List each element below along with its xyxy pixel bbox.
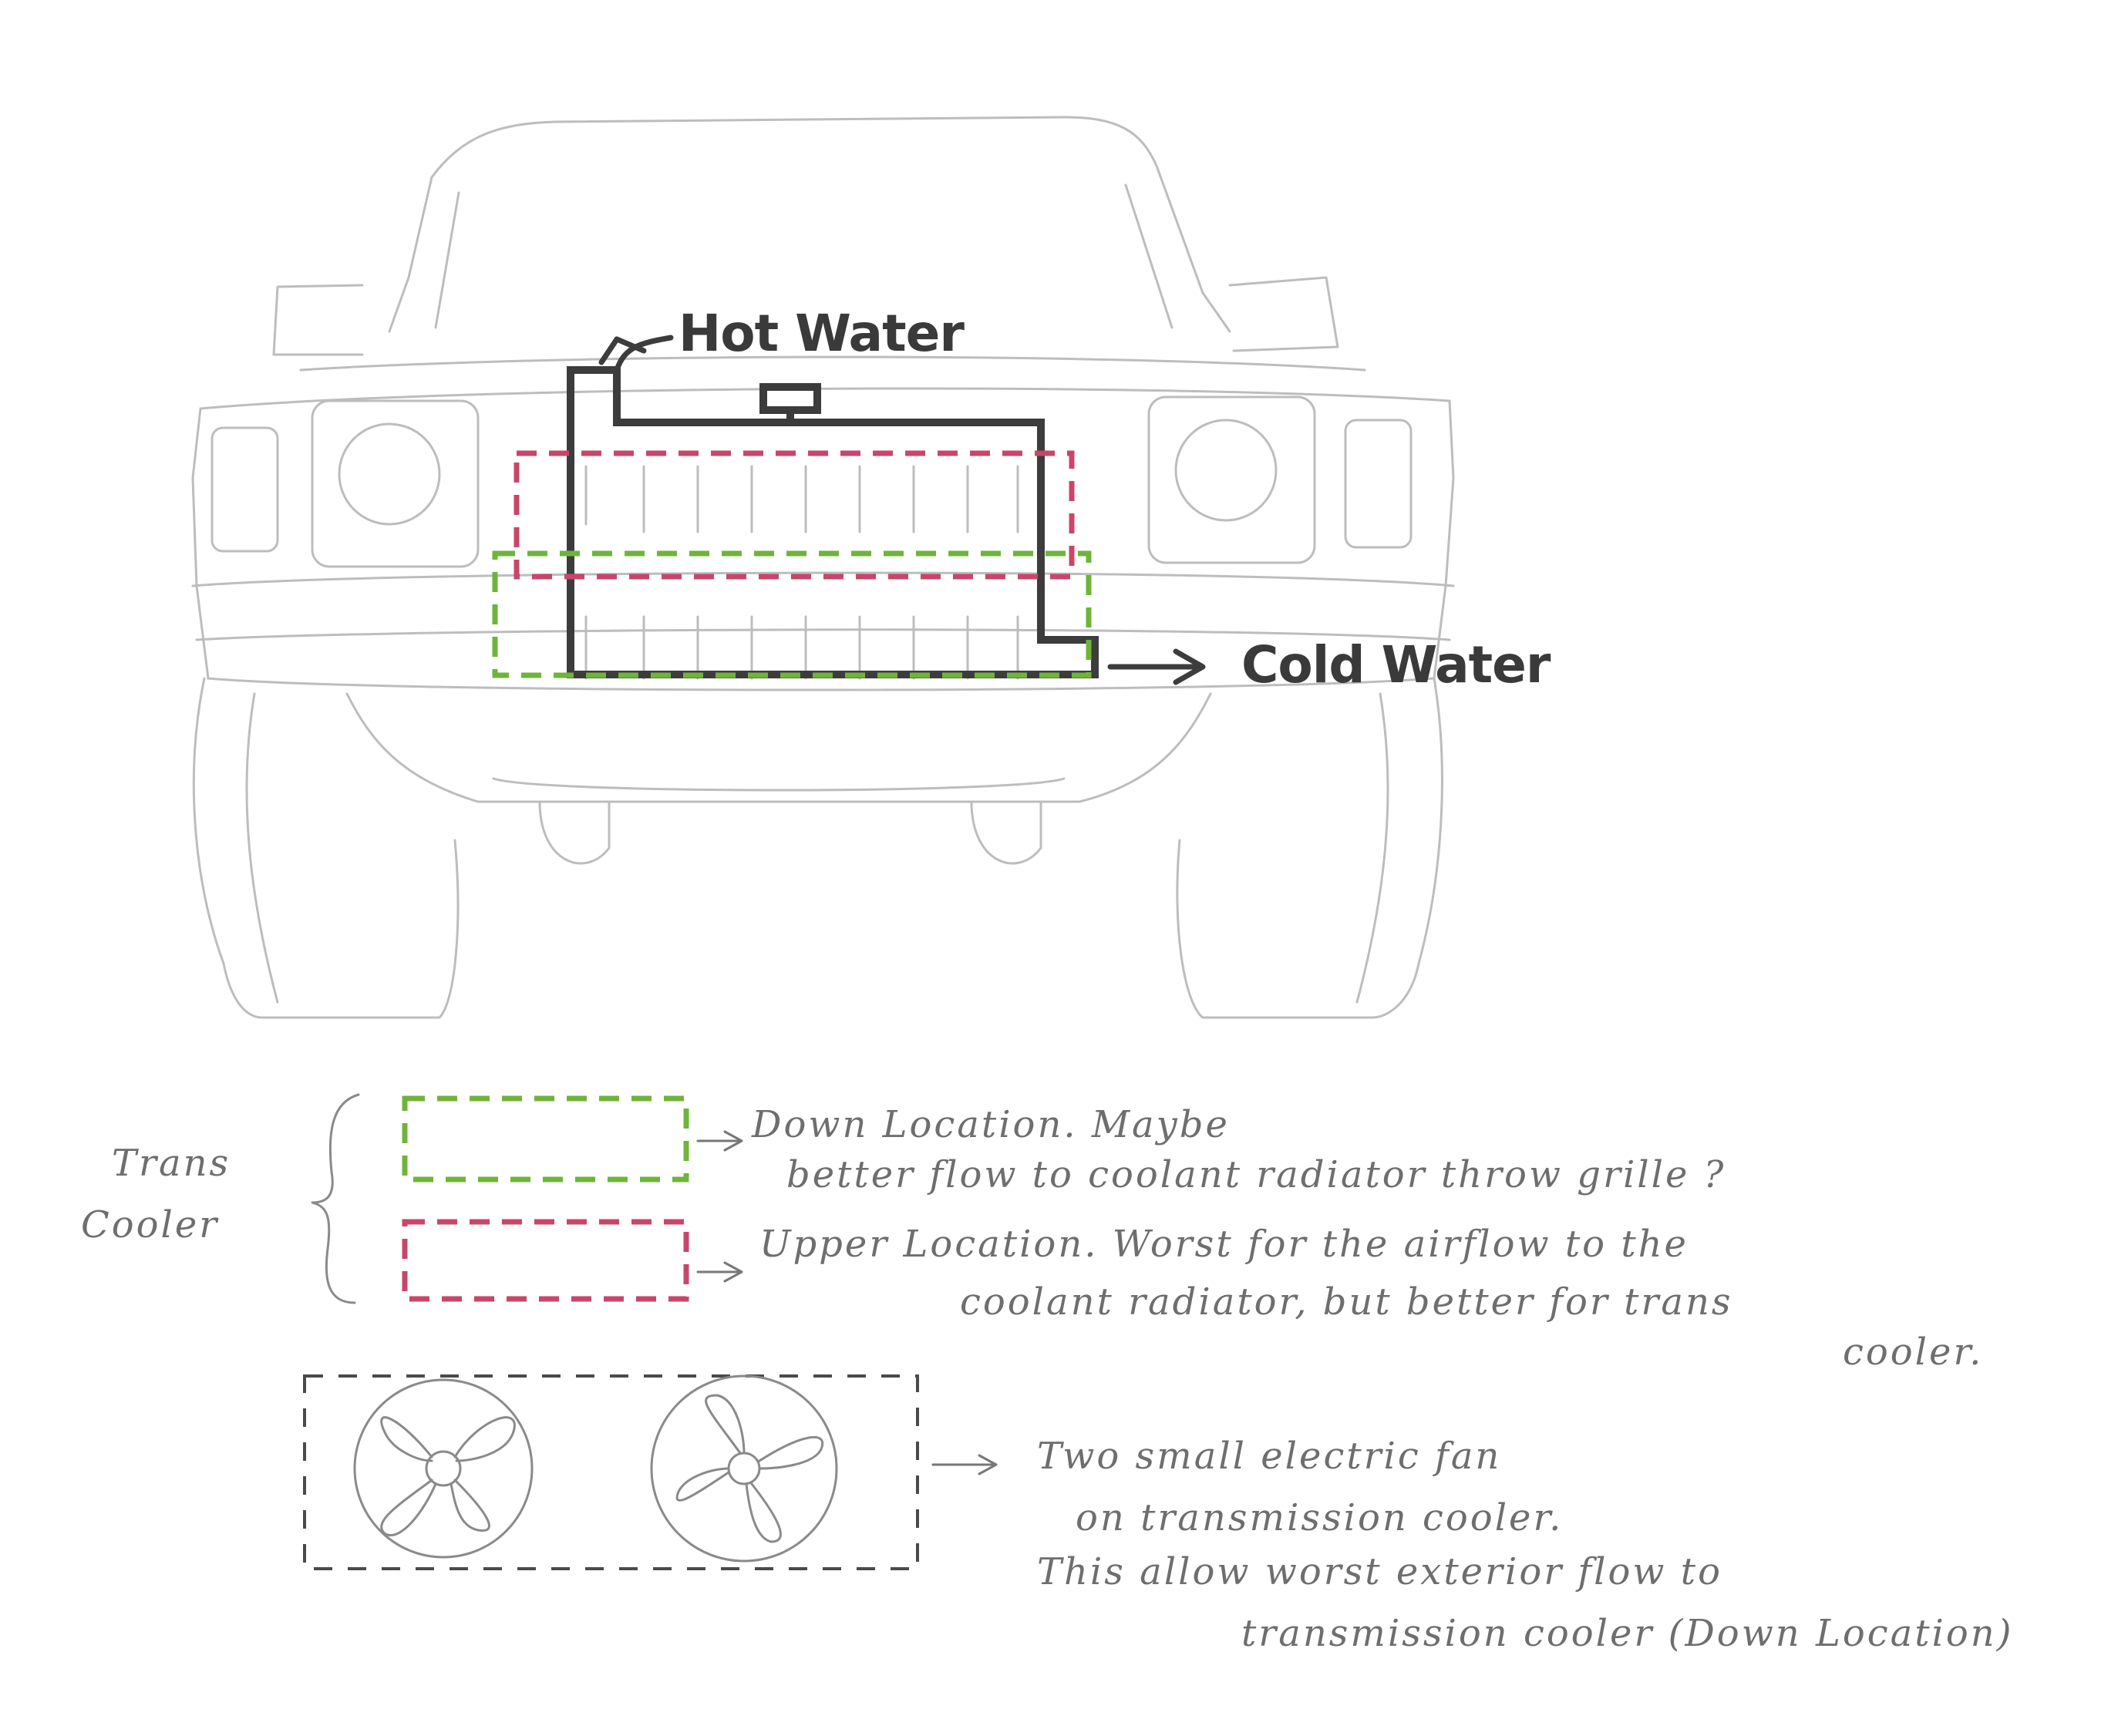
trans-cooler-label-1: Trans xyxy=(112,1142,231,1185)
fan-arrow xyxy=(931,1454,998,1475)
down-location-text-1: Down Location. Maybe xyxy=(751,1103,1230,1146)
fans-text-1: Two small electric fan xyxy=(1037,1435,1501,1478)
upper-location-text-1: Upper Location. Worst for the airflow to… xyxy=(759,1223,1689,1266)
electric-fan-icon xyxy=(650,1374,838,1563)
upper-location-text-2: coolant radiator, but better for trans xyxy=(960,1280,1733,1324)
brace xyxy=(311,1093,360,1304)
legend-down-arrow xyxy=(696,1130,743,1152)
electric-fan-icon xyxy=(353,1378,534,1559)
hot-water-label: Hot Water xyxy=(679,304,965,363)
upper-location-box xyxy=(514,450,1075,580)
down-location-text-2: better flow to coolant radiator throw gr… xyxy=(786,1153,1726,1196)
hot-water-arrow xyxy=(598,335,674,373)
fans-text-3: This allow worst exterior flow to xyxy=(1037,1550,1722,1593)
trans-cooler-label-2: Cooler xyxy=(81,1203,219,1246)
truck-front-sketch xyxy=(191,116,1455,1019)
radiator-outline xyxy=(567,366,1099,678)
cold-water-label: Cold Water xyxy=(1241,635,1551,695)
upper-location-text-3: cooler. xyxy=(1843,1331,1983,1374)
legend-upper-location-box xyxy=(402,1219,689,1302)
down-location-box xyxy=(492,550,1092,678)
legend-upper-arrow xyxy=(696,1261,743,1283)
cold-water-arrow xyxy=(1107,648,1206,685)
fans-text-4: transmission cooler (Down Location) xyxy=(1241,1612,2013,1655)
fans-text-2: on transmission cooler. xyxy=(1076,1496,1563,1539)
legend-down-location-box xyxy=(402,1095,689,1183)
fan-box xyxy=(303,1374,919,1570)
